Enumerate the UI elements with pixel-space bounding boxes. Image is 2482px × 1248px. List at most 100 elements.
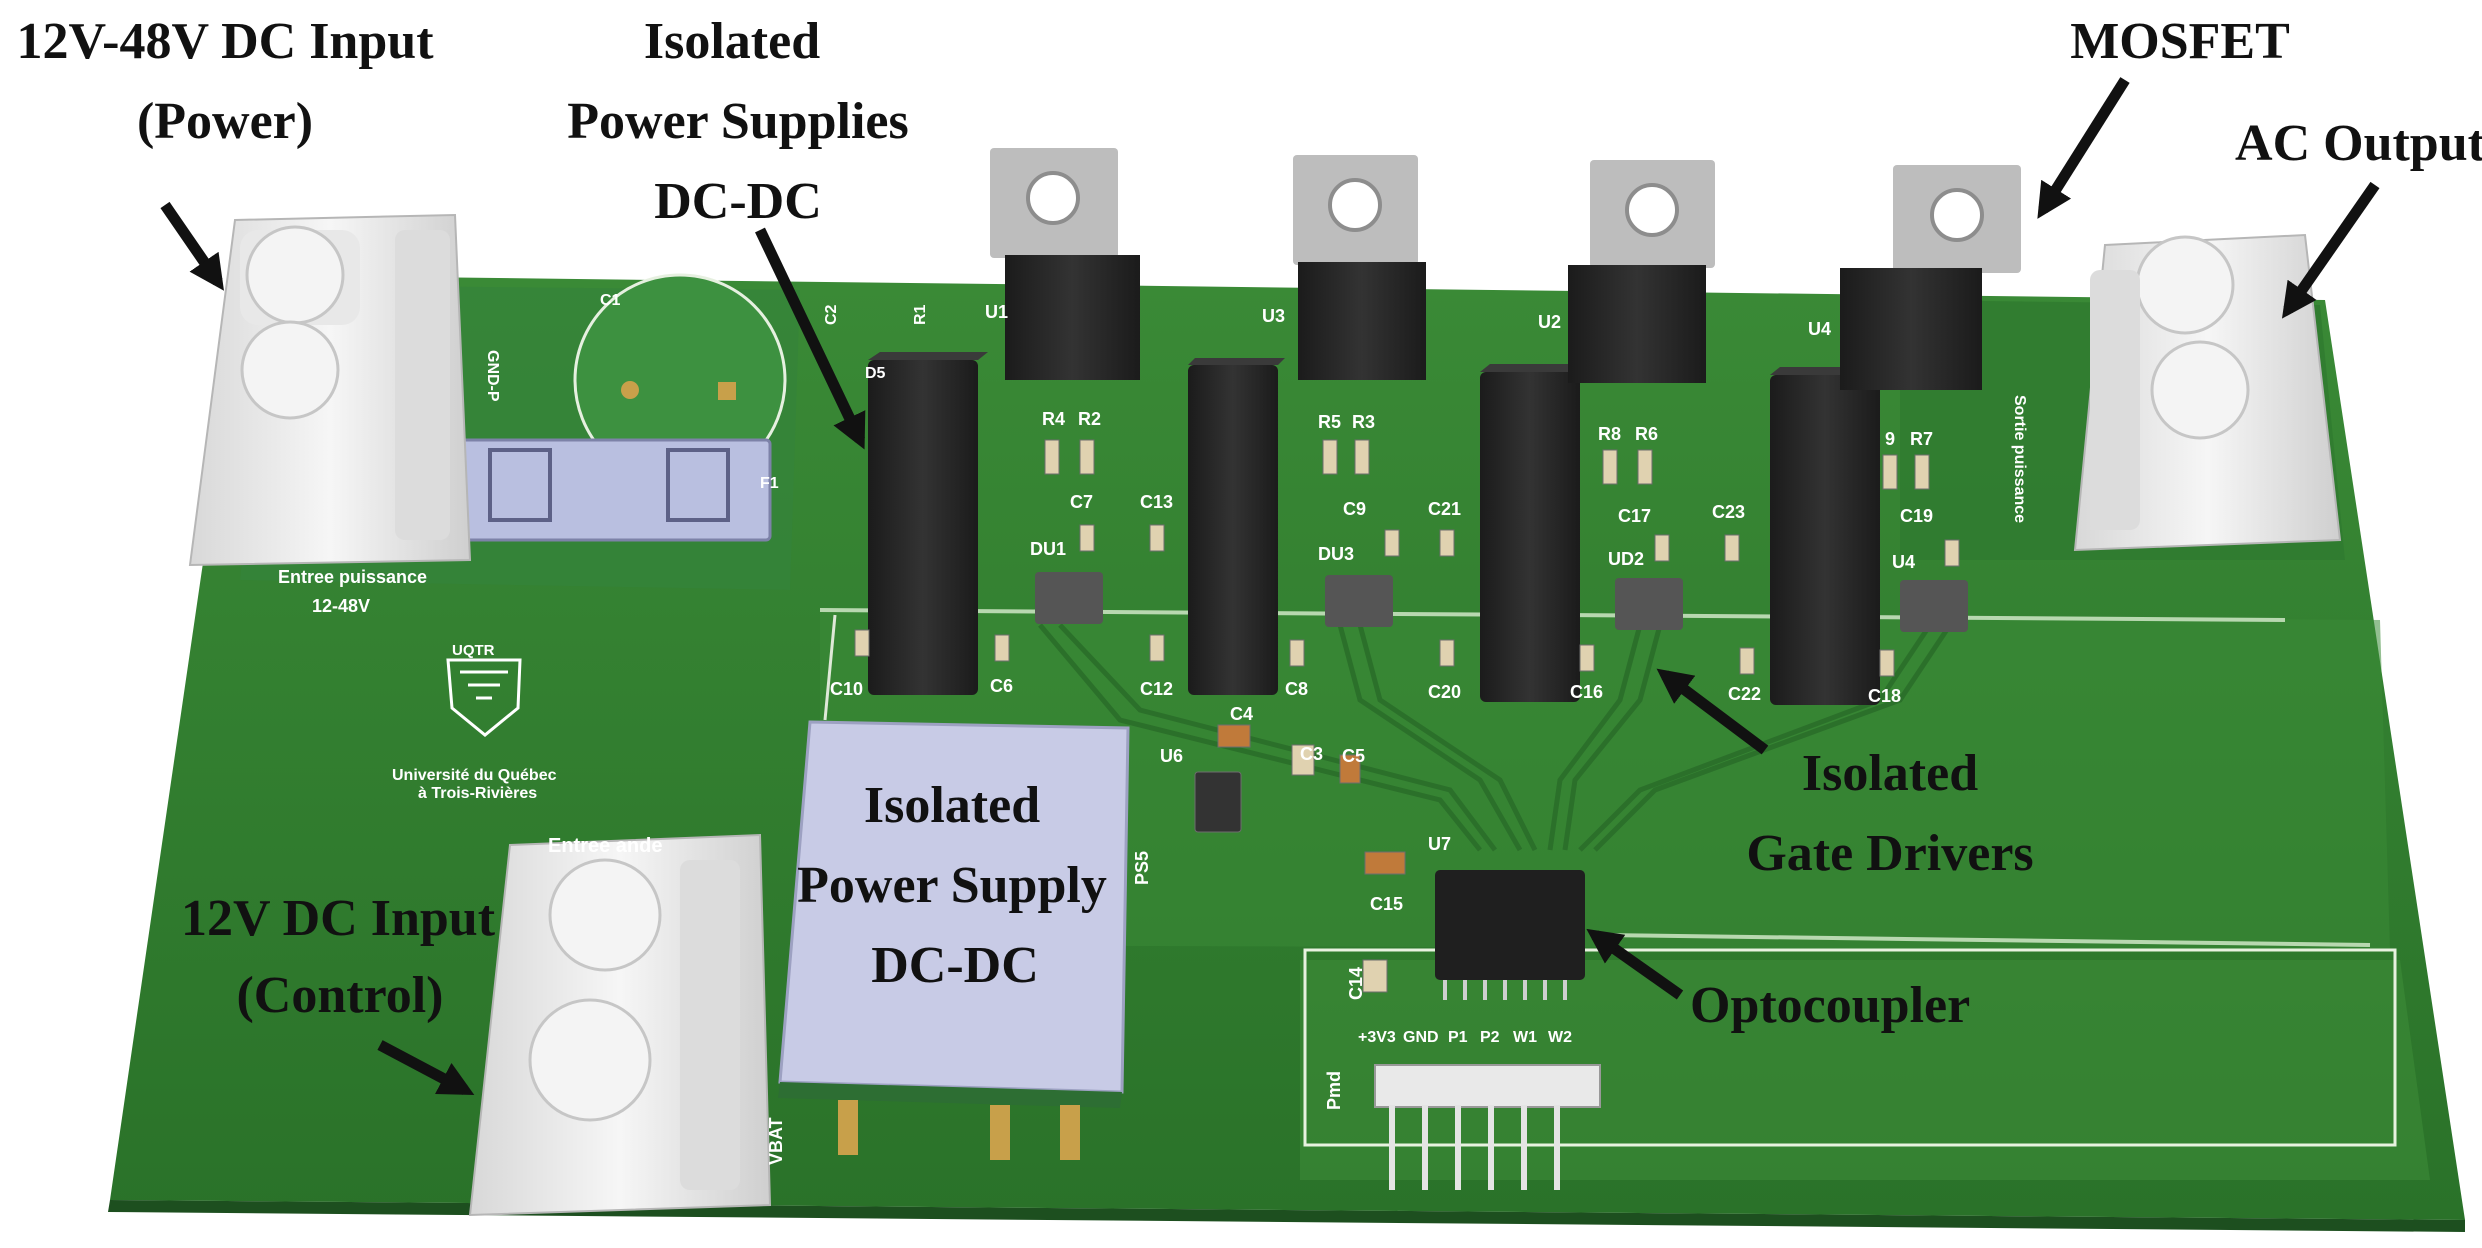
silk-cap: C8 bbox=[1285, 679, 1308, 699]
silk-cap: C7 bbox=[1070, 492, 1093, 512]
silk-resistor: R4 bbox=[1042, 409, 1065, 429]
callout-dc-input-power-2: (Power) bbox=[137, 93, 313, 150]
silk-cap: C18 bbox=[1868, 686, 1901, 706]
callout-isolated-supplies-2: Power Supplies bbox=[567, 93, 908, 150]
silk-u6: U6 bbox=[1160, 746, 1183, 766]
silk-cap: C22 bbox=[1728, 684, 1761, 704]
silk-resistor: R3 bbox=[1352, 412, 1375, 432]
callout-isolated-supplies-3: DC-DC bbox=[654, 173, 822, 230]
callout-iso-supply-2: Power Supply bbox=[797, 857, 1107, 914]
control-input-connector bbox=[468, 833, 772, 1217]
arrow-icon bbox=[755, 227, 866, 450]
silk-mosfet-ref: U4 bbox=[1808, 319, 1831, 339]
silk-c1: C1 bbox=[600, 292, 621, 309]
callout-iso-supply-1: Isolated bbox=[864, 777, 1040, 834]
silk-university-logo: UQTR bbox=[452, 642, 495, 659]
silk-sortie-puissance: Sortie puissance bbox=[2011, 395, 2028, 523]
fuse bbox=[453, 438, 772, 542]
header-pins bbox=[1374, 1064, 1601, 1190]
silk-cap: C10 bbox=[830, 679, 863, 699]
dcdc-module bbox=[1480, 364, 1588, 702]
silk-cap: C9 bbox=[1343, 499, 1366, 519]
arrow-icon bbox=[2281, 181, 2380, 319]
arrow-icon bbox=[2037, 77, 2130, 219]
silk-c15: C15 bbox=[1370, 894, 1403, 914]
silk-header-pin: P2 bbox=[1480, 1029, 1500, 1046]
silk-driver-ref: U4 bbox=[1892, 552, 1915, 572]
callout-iso-supply-3: DC-DC bbox=[871, 937, 1039, 994]
silk-resistor: R5 bbox=[1318, 412, 1341, 432]
silk-cap: C17 bbox=[1618, 506, 1651, 526]
silk-c3: C3 bbox=[1300, 744, 1323, 764]
callout-optocoupler: Optocoupler bbox=[1690, 977, 1970, 1034]
silk-ps5: PS5 bbox=[1132, 851, 1152, 885]
callout-ac-output: AC Output bbox=[2235, 115, 2482, 172]
mosfet bbox=[990, 148, 1140, 380]
silk-mosfet-ref: U1 bbox=[985, 302, 1008, 322]
silk-cap: C6 bbox=[990, 676, 1013, 696]
dcdc-module bbox=[1188, 358, 1285, 695]
mosfets bbox=[990, 148, 2021, 390]
silk-mosfet-ref: U2 bbox=[1538, 312, 1561, 332]
callout-isolated-supplies-1: Isolated bbox=[644, 13, 820, 70]
university-logo-icon bbox=[446, 658, 522, 737]
gate-driver-ic bbox=[1035, 572, 1103, 624]
silk-entree-commande: Entree ande bbox=[548, 835, 662, 857]
silk-range: 12-48V bbox=[312, 596, 370, 616]
power-input-connector bbox=[188, 213, 472, 567]
silk-misc: F1 bbox=[760, 475, 779, 492]
silk-c14: C14 bbox=[1346, 967, 1366, 1000]
silk-resistor: R2 bbox=[1078, 409, 1101, 429]
silk-resistor: R7 bbox=[1910, 429, 1933, 449]
silk-resistor: 9 bbox=[1885, 429, 1895, 449]
callout-mosfet: MOSFET bbox=[2070, 13, 2290, 70]
dcdc-module bbox=[868, 352, 988, 695]
isolated-power-supply-module bbox=[778, 720, 1130, 1160]
optocoupler-ic bbox=[1435, 870, 1585, 1000]
silk-c5: C5 bbox=[1342, 746, 1365, 766]
silk-driver-ref: DU3 bbox=[1318, 544, 1354, 564]
silk-gnd-p: GND-P bbox=[484, 350, 501, 402]
arrows bbox=[160, 77, 2380, 1095]
gate-driver-ic bbox=[1325, 575, 1393, 627]
silk-u7: U7 bbox=[1428, 834, 1451, 854]
callouts: 12V-48V DC Input (Power) Isolated Power … bbox=[16, 13, 2482, 1034]
silk-resistor: R8 bbox=[1598, 424, 1621, 444]
mosfet bbox=[1293, 155, 1426, 380]
silk-cap: C16 bbox=[1570, 682, 1603, 702]
silk-header-pin: W2 bbox=[1548, 1029, 1572, 1046]
arrow-icon bbox=[377, 1040, 475, 1095]
silk-misc: D5 bbox=[865, 365, 886, 382]
gate-drivers bbox=[1035, 572, 1968, 632]
silk-cap: C19 bbox=[1900, 506, 1933, 526]
silk-header-pin: W1 bbox=[1513, 1029, 1537, 1046]
silk-header-pin: +3V3 bbox=[1358, 1029, 1396, 1046]
silkscreen: Entree puissance 12-48V GND-P C1 Sortie … bbox=[278, 292, 2028, 1165]
smd-components bbox=[854, 439, 1960, 993]
silk-cap: C12 bbox=[1140, 679, 1173, 699]
isolated-power-supplies bbox=[868, 352, 1888, 705]
silk-driver-ref: DU1 bbox=[1030, 539, 1066, 559]
callout-control-input-2: (Control) bbox=[236, 967, 443, 1024]
silk-entree-puissance: Entree puissance bbox=[278, 567, 427, 587]
silk-misc: C2 bbox=[823, 304, 840, 325]
dcdc-module bbox=[1770, 367, 1888, 705]
gate-driver-ic bbox=[1900, 580, 1968, 632]
silk-pmd: Pmd bbox=[1324, 1071, 1344, 1110]
silk-cap: C23 bbox=[1712, 502, 1745, 522]
silk-university-name-2: à Trois-Rivières bbox=[418, 785, 537, 802]
ac-output-connector bbox=[2073, 233, 2342, 552]
callout-dc-input-power-1: 12V-48V DC Input bbox=[16, 13, 434, 70]
silk-mosfet-ref: U3 bbox=[1262, 306, 1285, 326]
silk-driver-ref: UD2 bbox=[1608, 549, 1644, 569]
silk-cap: C21 bbox=[1428, 499, 1461, 519]
mosfet bbox=[1568, 160, 1715, 383]
callout-control-input-1: 12V DC Input bbox=[181, 890, 496, 947]
silk-resistor: R6 bbox=[1635, 424, 1658, 444]
callout-gate-drivers-2: Gate Drivers bbox=[1746, 825, 2033, 882]
arrow-icon bbox=[1586, 928, 1684, 1000]
silk-cap: C20 bbox=[1428, 682, 1461, 702]
mosfet bbox=[1840, 165, 2021, 390]
silk-vbat: VBAT bbox=[766, 1117, 786, 1165]
